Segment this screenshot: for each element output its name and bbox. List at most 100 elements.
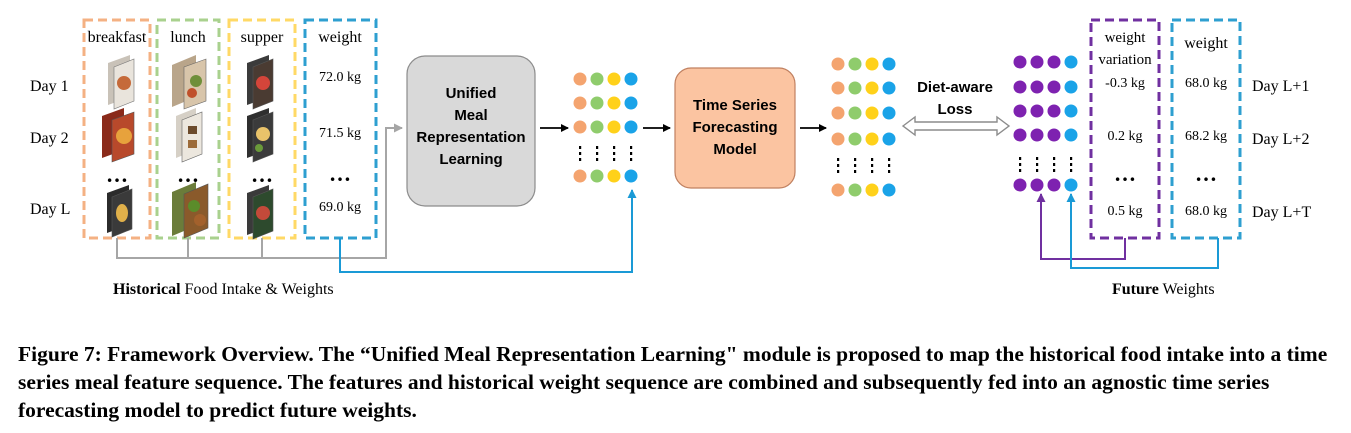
feature-dot: [848, 132, 862, 146]
feature-dot: [1030, 80, 1044, 94]
food-photo: [176, 108, 203, 163]
feature-dot: [1030, 104, 1044, 118]
feature-dot: [848, 106, 862, 120]
food-photo: [107, 185, 133, 238]
vertical-ellipsis-mark: [1019, 163, 1022, 166]
feature-dot: [1030, 178, 1044, 192]
vertical-ellipsis-mark: [1036, 157, 1039, 160]
future-label-bold: Future: [1112, 281, 1159, 298]
variation-header-line: variation: [1098, 52, 1152, 68]
ellipsis: …: [1114, 161, 1136, 186]
feature-dot: [1047, 55, 1061, 69]
feature-dot: [865, 81, 879, 95]
vertical-ellipsis-mark: [888, 170, 891, 173]
feature-dot: [590, 169, 604, 183]
breakfast-header: breakfast: [88, 29, 147, 46]
vertical-ellipsis-mark: [888, 164, 891, 167]
feature-dot: [848, 57, 862, 71]
feature-dot: [1013, 104, 1027, 118]
feature-dot: [624, 96, 638, 110]
vertical-ellipsis-mark: [871, 170, 874, 173]
vertical-ellipsis-mark: [630, 152, 633, 155]
vertical-ellipsis-mark: [1070, 157, 1073, 160]
feature-dot: [882, 57, 896, 71]
feature-dot: [865, 183, 879, 197]
food-photo: [172, 55, 207, 110]
loss-line: Loss: [937, 101, 972, 118]
future-sequence: [1013, 55, 1078, 192]
variation-value: 0.5 kg: [1108, 204, 1143, 219]
feature-dot: [1047, 104, 1061, 118]
feature-dot: [573, 169, 587, 183]
feature-dot: [573, 72, 587, 86]
vertical-ellipsis-mark: [837, 164, 840, 167]
vertical-ellipsis-mark: [613, 152, 616, 155]
future-section: weight variation weight -0.3 kg 0.2 kg ……: [1036, 18, 1311, 298]
future-weight-connector: [1066, 193, 1219, 269]
feature-dot: [882, 132, 896, 146]
feature-dot: [624, 120, 638, 134]
forecasting-module: Time Series Forecasting Model: [674, 67, 796, 189]
feature-dot: [865, 106, 879, 120]
future-label-rest: Weights: [1159, 281, 1215, 298]
ellipsis: …: [251, 162, 273, 187]
historical-section: Day 1 Day 2 Day L breakfast lunch supper…: [30, 18, 637, 298]
food-photo: [247, 108, 274, 163]
vertical-ellipsis-mark: [871, 164, 874, 167]
forecasting-line: Model: [713, 141, 756, 158]
history-weight-value: 71.5 kg: [319, 126, 361, 141]
vertical-ellipsis-mark: [1053, 157, 1056, 160]
historical-label: Historical Food Intake & Weights: [113, 281, 334, 298]
feature-dot: [831, 81, 845, 95]
vertical-ellipsis-mark: [1019, 157, 1022, 160]
forecasting-line: Time Series: [693, 97, 777, 114]
vertical-ellipsis-mark: [579, 158, 582, 161]
history-weight-value: 69.0 kg: [319, 200, 361, 215]
feature-dot: [848, 183, 862, 197]
feature-dot: [624, 169, 638, 183]
vertical-ellipsis-mark: [1019, 169, 1022, 172]
feature-dot: [1030, 128, 1044, 142]
feature-dot: [1013, 128, 1027, 142]
future-day-label: Day L+2: [1252, 131, 1309, 148]
feature-dot: [882, 183, 896, 197]
ellipsis: …: [329, 161, 351, 186]
supper-header: supper: [241, 29, 284, 46]
feature-dot: [624, 72, 638, 86]
food-photo: [172, 182, 209, 239]
representation-line: Representation: [416, 129, 525, 146]
weight-header: weight: [318, 29, 362, 46]
meal-feature-sequence: [573, 72, 638, 183]
variation-connector: [1036, 193, 1126, 260]
weight-input-connector: [339, 189, 637, 273]
feature-dot: [1064, 178, 1078, 192]
vertical-ellipsis-mark: [579, 146, 582, 149]
feature-dot: [1030, 55, 1044, 69]
vertical-ellipsis-mark: [854, 158, 857, 161]
feature-dot: [831, 132, 845, 146]
representation-line: Learning: [439, 151, 502, 168]
vertical-ellipsis-mark: [888, 158, 891, 161]
feature-dot: [1064, 55, 1078, 69]
representation-box: [406, 55, 536, 207]
diet-aware-loss: Diet-aware Loss: [901, 79, 1011, 137]
vertical-ellipsis-mark: [596, 158, 599, 161]
vertical-ellipsis-mark: [1036, 169, 1039, 172]
historical-label-bold: Historical: [113, 281, 181, 298]
future-weight-column-box: [1170, 18, 1242, 240]
variation-value: -0.3 kg: [1105, 76, 1145, 91]
feature-dot: [573, 96, 587, 110]
future-weight-value: 68.0 kg: [1185, 76, 1227, 91]
vertical-ellipsis-mark: [1053, 169, 1056, 172]
future-weight-value: 68.2 kg: [1185, 129, 1227, 144]
feature-dot: [607, 169, 621, 183]
food-photo: [108, 55, 135, 110]
meal-input-connector: [116, 123, 403, 259]
feature-dot: [590, 96, 604, 110]
forecasting-box: [674, 67, 796, 189]
feature-dot: [882, 81, 896, 95]
vertical-ellipsis-mark: [871, 158, 874, 161]
vertical-ellipsis-mark: [630, 158, 633, 161]
vertical-ellipsis-mark: [1053, 163, 1056, 166]
variation-header-line: weight: [1105, 30, 1147, 46]
